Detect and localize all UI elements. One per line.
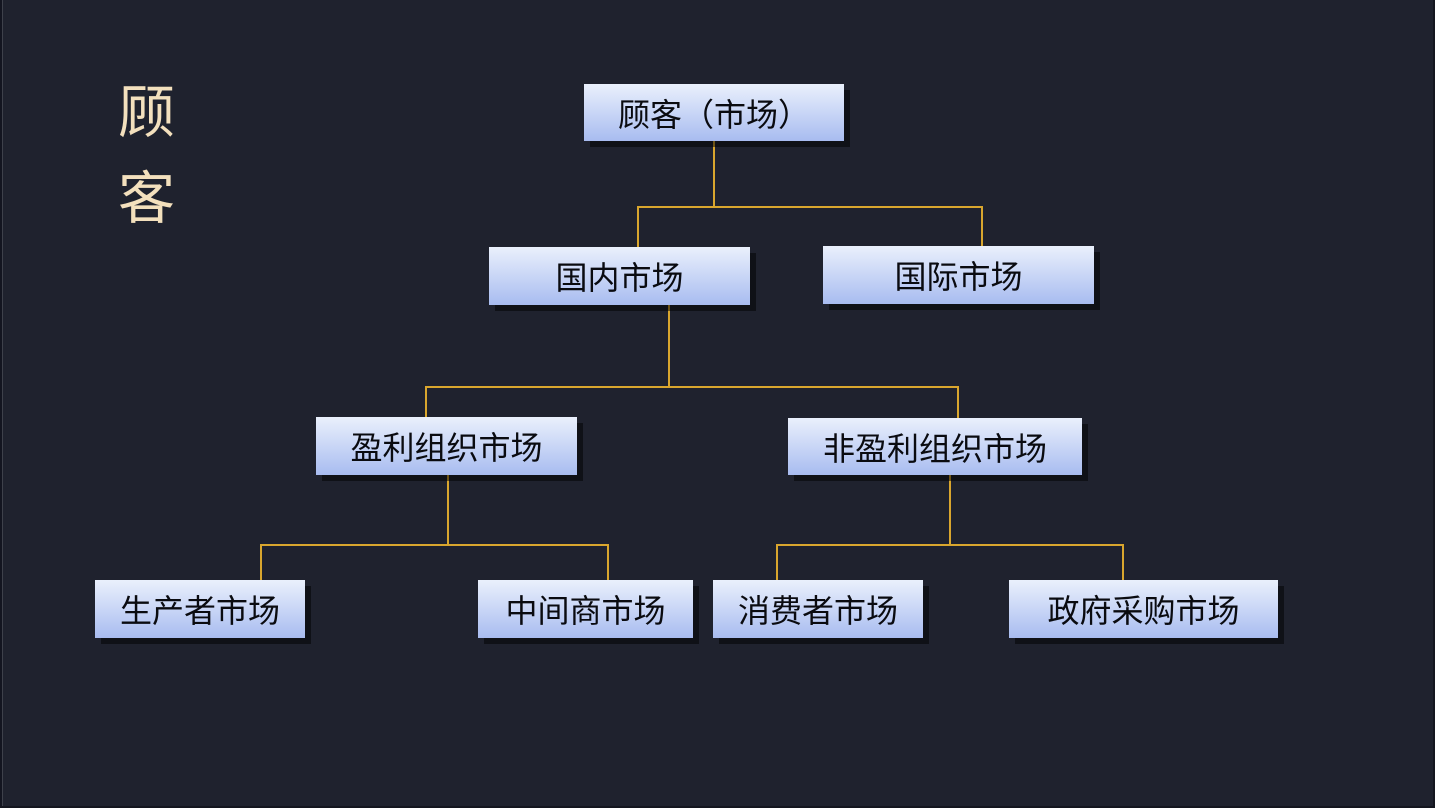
left-edge-highlight [2, 0, 3, 808]
node-profit-organization-market-label: 盈利组织市场 [350, 430, 543, 466]
node-middleman-market-label: 中间商市场 [505, 593, 666, 629]
node-producer-market: 生产者市场 [95, 580, 305, 638]
node-nonprofit-organization-market-label: 非盈利组织市场 [822, 430, 1047, 467]
bottom-edge-line [0, 806, 1435, 808]
node-middleman-market: 中间商市场 [478, 580, 693, 638]
left-edge-line [0, 0, 2, 808]
connector-root-to-level2 [637, 141, 983, 247]
node-nonprofit-organization-market: 非盈利组织市场 [788, 418, 1082, 475]
connector-nonprofit-to-level4 [776, 475, 1124, 580]
node-customer-market-label: 顾客（市场） [617, 96, 810, 133]
connector-profit-to-level4 [260, 475, 609, 580]
node-consumer-market: 消费者市场 [713, 580, 923, 638]
node-international-market: 国际市场 [823, 246, 1094, 304]
connector-domestic-to-level3 [425, 305, 959, 418]
slide-side-title: 顾客 [118, 81, 175, 231]
node-international-market-label: 国际市场 [894, 259, 1023, 295]
node-domestic-market: 国内市场 [489, 247, 750, 305]
node-government-procurement-market-label: 政府采购市场 [1047, 593, 1240, 629]
right-edge-line [1433, 0, 1435, 808]
node-government-procurement-market: 政府采购市场 [1009, 580, 1278, 638]
node-profit-organization-market: 盈利组织市场 [316, 417, 577, 475]
node-consumer-market-label: 消费者市场 [737, 593, 898, 629]
node-customer-market: 顾客（市场） [584, 84, 844, 141]
node-domestic-market-label: 国内市场 [555, 260, 684, 296]
node-producer-market-label: 生产者市场 [119, 593, 280, 629]
